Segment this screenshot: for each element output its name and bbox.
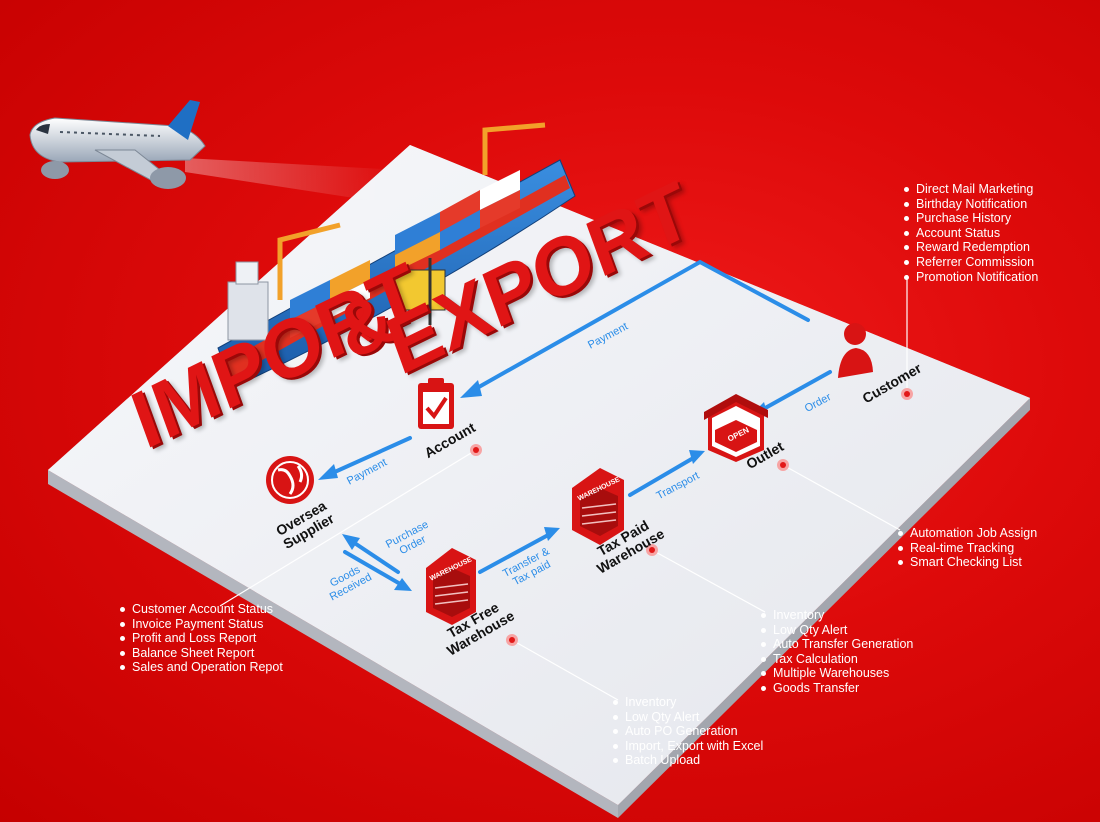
list-item: Inventory bbox=[759, 608, 913, 623]
outlet-shop-icon bbox=[704, 394, 768, 462]
list-item: Tax Calculation bbox=[759, 652, 913, 667]
list-item: Goods Transfer bbox=[759, 681, 913, 696]
list-item: Multiple Warehouses bbox=[759, 666, 913, 681]
list-item: Purchase History bbox=[902, 211, 1038, 226]
outlet-feature-list: Automation Job Assign Real-time Tracking… bbox=[896, 526, 1037, 570]
tax-paid-warehouse-icon bbox=[572, 468, 624, 545]
list-item: Referrer Commission bbox=[902, 255, 1038, 270]
arrow-payment-top bbox=[468, 259, 810, 394]
account-clipboard-icon bbox=[418, 378, 454, 429]
list-item: Automation Job Assign bbox=[896, 526, 1037, 541]
customer-feature-list: Direct Mail Marketing Birthday Notificat… bbox=[902, 182, 1038, 284]
globe-icon bbox=[266, 456, 314, 504]
account-feature-list: Customer Account Status Invoice Payment … bbox=[118, 602, 283, 675]
arrow-heads bbox=[318, 380, 768, 591]
list-item: Real-time Tracking bbox=[896, 541, 1037, 556]
list-item: Sales and Operation Repot bbox=[118, 660, 283, 675]
list-item: Inventory bbox=[611, 695, 763, 710]
tax-paid-warehouse-feature-list: Inventory Low Qty Alert Auto Transfer Ge… bbox=[759, 608, 913, 696]
callout-lines bbox=[219, 275, 908, 701]
list-item: Smart Checking List bbox=[896, 555, 1037, 570]
callout-dots bbox=[470, 388, 913, 646]
arrow-transport bbox=[628, 455, 697, 497]
list-item: Promotion Notification bbox=[902, 270, 1038, 285]
list-item: Account Status bbox=[902, 226, 1038, 241]
cargo-ship-icon bbox=[217, 122, 576, 389]
list-item: Low Qty Alert bbox=[611, 710, 763, 725]
airplane-icon bbox=[29, 100, 400, 205]
list-item: Balance Sheet Report bbox=[118, 646, 283, 661]
list-item: Reward Redemption bbox=[902, 240, 1038, 255]
list-item: Profit and Loss Report bbox=[118, 631, 283, 646]
arrow-transfer bbox=[478, 532, 552, 574]
arrow-order bbox=[756, 370, 832, 414]
list-item: Invoice Payment Status bbox=[118, 617, 283, 632]
list-item: Auto PO Generation bbox=[611, 724, 763, 739]
list-item: Import, Export with Excel bbox=[611, 739, 763, 754]
list-item: Birthday Notification bbox=[902, 197, 1038, 212]
arrow-payment-supplier bbox=[326, 436, 412, 477]
arrow-goods-received bbox=[343, 550, 404, 587]
arrow-purchase-order bbox=[348, 538, 400, 574]
list-item: Low Qty Alert bbox=[759, 623, 913, 638]
customer-icon bbox=[838, 323, 873, 378]
tax-free-warehouse-feature-list: Inventory Low Qty Alert Auto PO Generati… bbox=[611, 695, 763, 768]
list-item: Batch Upload bbox=[611, 753, 763, 768]
list-item: Direct Mail Marketing bbox=[902, 182, 1038, 197]
list-item: Customer Account Status bbox=[118, 602, 283, 617]
tax-free-warehouse-icon bbox=[426, 548, 476, 625]
flow-arrows bbox=[326, 259, 832, 587]
list-item: Auto Transfer Generation bbox=[759, 637, 913, 652]
